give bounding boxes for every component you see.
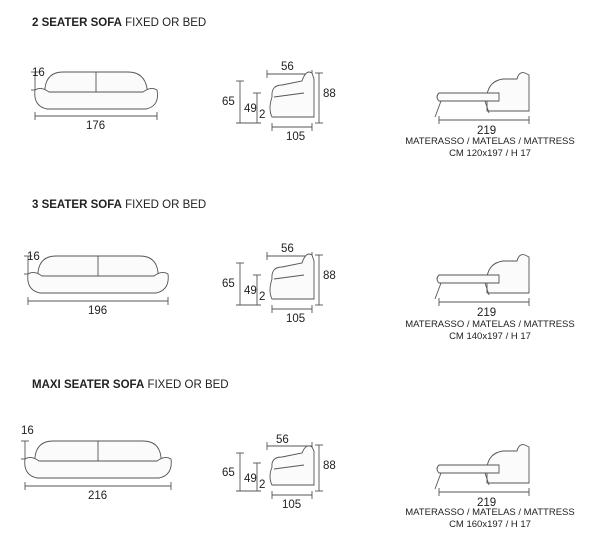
- seat-height-label: 49: [244, 285, 257, 297]
- section-title: 3 SEATER SOFA FIXED OR BED: [32, 199, 207, 211]
- foot-height-label: 2: [259, 109, 265, 121]
- seat-height-label: 49: [244, 103, 257, 115]
- side-view-drawing: 56 88 65 49 2 105: [222, 434, 336, 511]
- seat-depth-label: 56: [276, 434, 289, 446]
- mattress-label: MATERASSO / MATELAS / MATTRESS: [405, 507, 575, 518]
- side-view-drawing: 56 88 65 49 2 105: [222, 61, 336, 143]
- mattress-label: MATERASSO / MATELAS / MATTRESS: [405, 319, 575, 330]
- total-height-label: 88: [323, 460, 336, 472]
- mattress-info: MATERASSO / MATELAS / MATTRESS CM 120x19…: [390, 136, 590, 160]
- total-height-label: 88: [323, 270, 336, 282]
- section-2-seater: 2 SEATER SOFA FIXED OR BED 16 176 56 88 …: [0, 17, 600, 197]
- front-depth-label: 16: [32, 67, 45, 79]
- section-title: 2 SEATER SOFA FIXED OR BED: [32, 17, 207, 29]
- bed-view-drawing: 219: [434, 444, 530, 509]
- side-depth-label: 105: [286, 313, 305, 325]
- foot-height-label: 2: [259, 479, 265, 491]
- bed-view-drawing: 219: [434, 72, 530, 137]
- mattress-size: CM 160x197 / H 17: [449, 519, 531, 530]
- mattress-size: CM 140x197 / H 17: [449, 331, 531, 342]
- bed-length-label: 219: [477, 497, 496, 509]
- seat-depth-label: 56: [281, 61, 294, 73]
- front-depth-label: 16: [27, 251, 40, 263]
- front-view-drawing: 16 196: [24, 251, 169, 317]
- front-width-label: 196: [88, 305, 107, 317]
- total-height-label: 88: [323, 88, 336, 100]
- back-height-label: 65: [222, 278, 235, 290]
- front-width-label: 176: [86, 120, 105, 132]
- side-depth-label: 105: [286, 131, 305, 143]
- side-depth-label: 105: [282, 499, 301, 511]
- front-view-drawing: 16 216: [21, 425, 172, 502]
- bed-view-drawing: 219: [434, 254, 530, 319]
- back-height-label: 65: [222, 467, 235, 479]
- front-depth-label: 16: [21, 425, 34, 437]
- seat-height-label: 49: [244, 473, 257, 485]
- front-width-label: 216: [88, 490, 107, 502]
- bed-length-label: 219: [477, 307, 496, 319]
- mattress-info: MATERASSO / MATELAS / MATTRESS CM 160x19…: [390, 507, 590, 531]
- front-view-drawing: 16 176: [31, 67, 158, 132]
- mattress-size: CM 120x197 / H 17: [449, 148, 531, 159]
- section-title: MAXI SEATER SOFA FIXED OR BED: [32, 379, 229, 391]
- seat-depth-label: 56: [281, 243, 294, 255]
- bed-length-label: 219: [477, 125, 496, 137]
- section-3-seater: 3 SEATER SOFA FIXED OR BED 16 196 56 88 …: [0, 199, 600, 379]
- foot-height-label: 2: [259, 291, 265, 303]
- back-height-label: 65: [222, 96, 235, 108]
- side-view-drawing: 56 88 65 49 2 105: [222, 243, 336, 325]
- mattress-label: MATERASSO / MATELAS / MATTRESS: [405, 136, 575, 147]
- mattress-info: MATERASSO / MATELAS / MATTRESS CM 140x19…: [390, 319, 590, 343]
- section-maxi-seater: MAXI SEATER SOFA FIXED OR BED 16 216 56 …: [0, 379, 600, 559]
